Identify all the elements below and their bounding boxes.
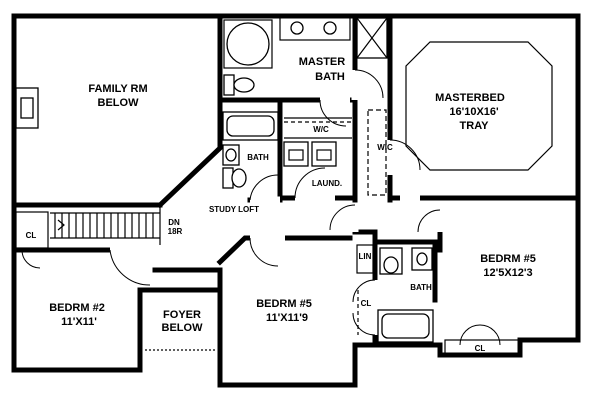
bedroom2-label: BEDRM #2 bbox=[49, 302, 105, 314]
tray-ceiling bbox=[405, 41, 553, 171]
master-tub bbox=[226, 22, 270, 66]
family-room-label: FAMILY RM bbox=[88, 83, 147, 95]
diagonal-wall bbox=[156, 13, 223, 209]
wic-label: WIC bbox=[377, 143, 393, 152]
sink-right bbox=[323, 21, 337, 35]
bedroom5-right-dim: 12'5X12'3 bbox=[483, 267, 532, 279]
bedroom2-top-right bbox=[152, 267, 223, 293]
staircase bbox=[50, 208, 161, 245]
outer-wall-bottom-left bbox=[11, 287, 443, 388]
washer bbox=[283, 141, 309, 167]
bedroom5-mid-dim: 11'X11'9 bbox=[266, 312, 308, 324]
hall-toilet bbox=[231, 168, 247, 188]
room-labels: FAMILY RM BELOW MASTER BATH MASTERBED 16… bbox=[26, 56, 536, 353]
master-bed-label: MASTERBED bbox=[435, 92, 505, 104]
door-swings bbox=[21, 69, 501, 346]
right-bath-toilet bbox=[383, 256, 399, 274]
laundry-label: LAUND. bbox=[312, 179, 342, 188]
dryer bbox=[311, 141, 337, 167]
right-bath-label: BATH bbox=[410, 283, 432, 292]
stair-dn-label: DN bbox=[168, 218, 180, 227]
fixtures bbox=[15, 15, 553, 355]
master-bath-label-2: BATH bbox=[315, 71, 345, 83]
foyer-label: FOYER bbox=[163, 309, 201, 321]
master-bed-sub: TRAY bbox=[460, 120, 490, 132]
bedroom5-right-label: BEDRM #5 bbox=[480, 253, 536, 265]
bedroom2-dim: 11'X11' bbox=[61, 316, 97, 328]
bedroom5-mid-top bbox=[216, 235, 353, 266]
foyer-sub: BELOW bbox=[162, 322, 204, 334]
hall-bath-label: BATH bbox=[247, 153, 269, 162]
right-bath-sink bbox=[416, 252, 428, 266]
master-toilet bbox=[233, 77, 255, 93]
stair-risers-label: 18R bbox=[168, 227, 183, 236]
walls bbox=[11, 13, 581, 388]
left-closet-label: CL bbox=[26, 231, 37, 240]
sink-left bbox=[290, 21, 304, 35]
right-closet bbox=[444, 339, 521, 355]
right-closet-label: CL bbox=[475, 344, 486, 353]
master-bath-label-1: MASTER bbox=[299, 56, 346, 68]
outer-wall-right bbox=[437, 13, 581, 358]
study-loft-label: STUDY LOFT bbox=[209, 205, 259, 214]
door-openings bbox=[110, 70, 500, 349]
family-room-sub: BELOW bbox=[98, 97, 140, 109]
linen-label: LIN bbox=[359, 252, 372, 261]
bedroom5-mid-label: BEDRM #5 bbox=[256, 298, 312, 310]
left-closet bbox=[15, 211, 49, 249]
wc-label: W/C bbox=[313, 125, 329, 134]
master-bed-dim: 16'10X16' bbox=[449, 106, 499, 118]
linen-closet bbox=[356, 244, 374, 274]
mid-closet-label: CL bbox=[361, 299, 372, 308]
